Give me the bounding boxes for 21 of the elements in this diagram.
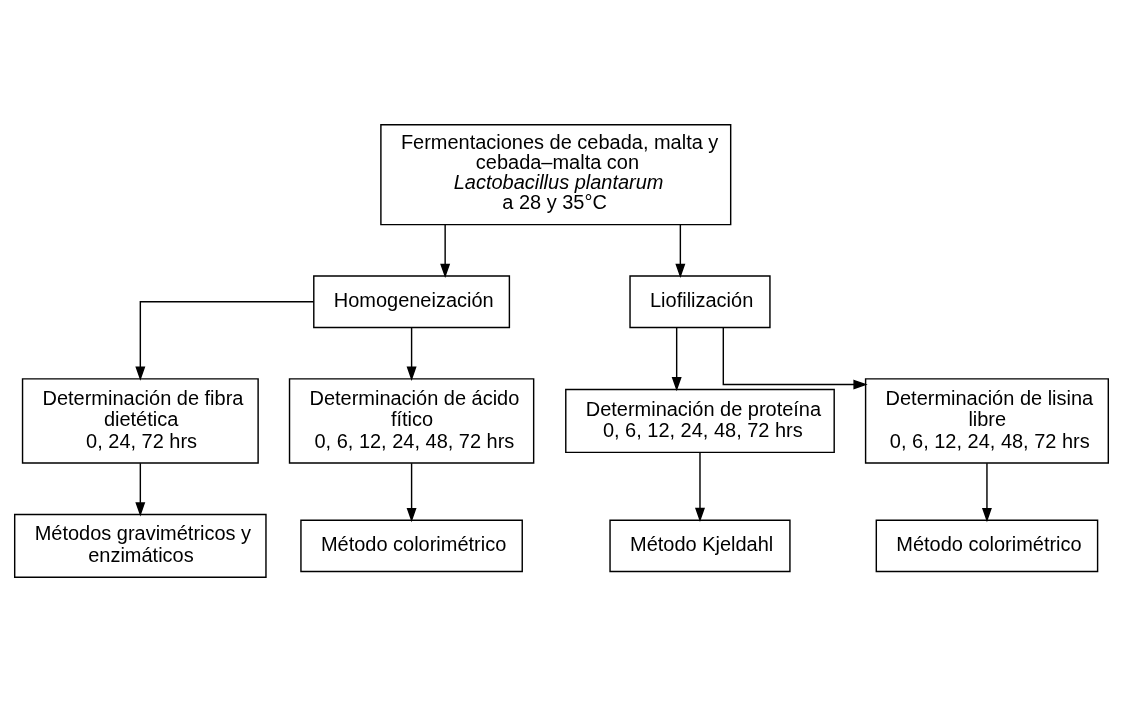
arrow xyxy=(135,462,146,517)
arrow xyxy=(671,326,682,392)
arrow xyxy=(722,326,868,390)
node-box: Método colorimétrico xyxy=(300,519,523,573)
node-box: Métodos gravimétricos y enzimáticos xyxy=(13,513,267,578)
arrow xyxy=(135,301,315,381)
node-box: Liofilización xyxy=(629,275,771,329)
arrow xyxy=(406,462,417,523)
arrow xyxy=(440,224,451,279)
arrow xyxy=(406,326,417,381)
node-box: Método Kjeldahl xyxy=(609,519,791,573)
node-box: Fermentaciones de cebada, malta y cebada–malta con Lactobacillus plantarum a 28 y 35°C xyxy=(380,124,732,226)
node-box: Determinación de lisina libre 0, 6, 12, 24, 48, 72 hrs xyxy=(864,378,1110,464)
node-box: Determinación de fibra dietética 0, 24, 72 hrs xyxy=(21,378,259,464)
arrow xyxy=(981,462,992,523)
node-box: Determinación de ácido fítico 0, 6, 12, 24, 48, 72 hrs xyxy=(288,378,535,464)
node-box: Método colorimétrico xyxy=(875,519,1099,573)
node-box: Determinación de proteína 0, 6, 12, 24, 48, 72 hrs xyxy=(565,388,835,454)
arrow xyxy=(675,224,686,279)
node-box: Homogeneización xyxy=(313,275,511,329)
arrow xyxy=(695,451,705,522)
